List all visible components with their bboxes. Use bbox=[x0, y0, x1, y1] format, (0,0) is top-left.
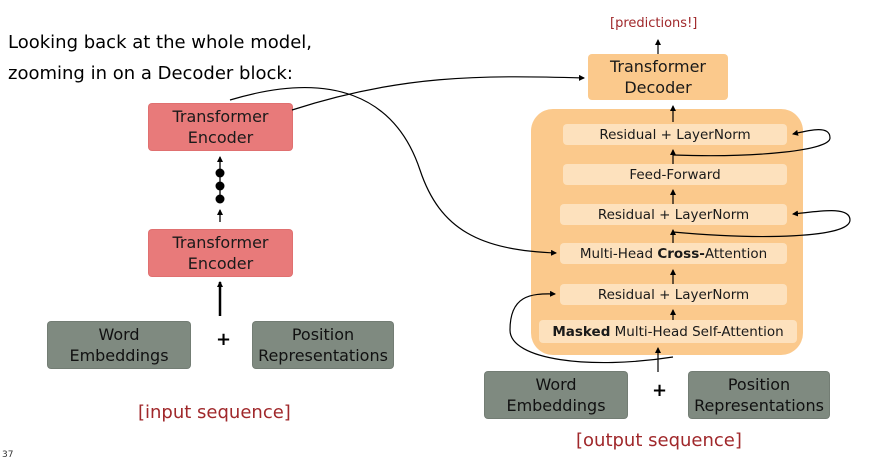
residual-layernorm-bottom: Residual + LayerNorm bbox=[560, 284, 787, 305]
plus-output: + bbox=[652, 380, 668, 401]
plus-input: + bbox=[216, 329, 232, 350]
transformer-decoder-box: Transformer Decoder bbox=[588, 54, 728, 100]
intro-line-1: Looking back at the whole model, bbox=[8, 32, 312, 53]
page-number: 37 bbox=[2, 450, 14, 460]
predictions-label: [predictions!] bbox=[610, 16, 698, 31]
transformer-encoder-top: Transformer Encoder bbox=[149, 104, 292, 150]
input-sequence-caption: [input sequence] bbox=[138, 402, 291, 423]
feed-forward-layer: Feed-Forward bbox=[563, 164, 787, 185]
cross-attention-suffix: Attention bbox=[704, 245, 768, 262]
output-sequence-caption: [output sequence] bbox=[576, 430, 742, 451]
word-embeddings-input: Word Embeddings bbox=[48, 322, 190, 368]
cross-attention-prefix: Multi-Head bbox=[579, 245, 658, 262]
masked-self-attention-layer: Masked Multi-Head Self-Attention bbox=[539, 320, 797, 343]
decoder-block-background bbox=[531, 109, 803, 355]
residual-layernorm-top: Residual + LayerNorm bbox=[563, 124, 787, 145]
masked-bold: Masked bbox=[552, 323, 611, 340]
masked-suffix: Multi-Head Self-Attention bbox=[610, 323, 784, 340]
residual-layernorm-middle: Residual + LayerNorm bbox=[560, 204, 787, 225]
position-representations-output: Position Representations bbox=[689, 372, 829, 418]
cross-attention-layer: Multi-Head Cross-Attention bbox=[560, 243, 787, 264]
encoder-to-cross-attention-arrow bbox=[229, 87, 557, 256]
encoder-to-decoder-arrow bbox=[291, 74, 585, 111]
dot-1 bbox=[215, 168, 225, 178]
word-embeddings-output: Word Embeddings bbox=[485, 372, 627, 418]
residual-skip-middle bbox=[672, 210, 851, 238]
cross-attention-bold: Cross- bbox=[657, 245, 705, 262]
position-representations-input: Position Representations bbox=[253, 322, 393, 368]
dot-2 bbox=[215, 181, 225, 191]
residual-skip-top bbox=[672, 129, 831, 157]
transformer-encoder-bottom: Transformer Encoder bbox=[149, 230, 292, 276]
residual-skip-bottom bbox=[509, 290, 674, 364]
intro-line-2: zooming in on a Decoder block: bbox=[8, 63, 293, 84]
dot-3 bbox=[215, 194, 225, 204]
